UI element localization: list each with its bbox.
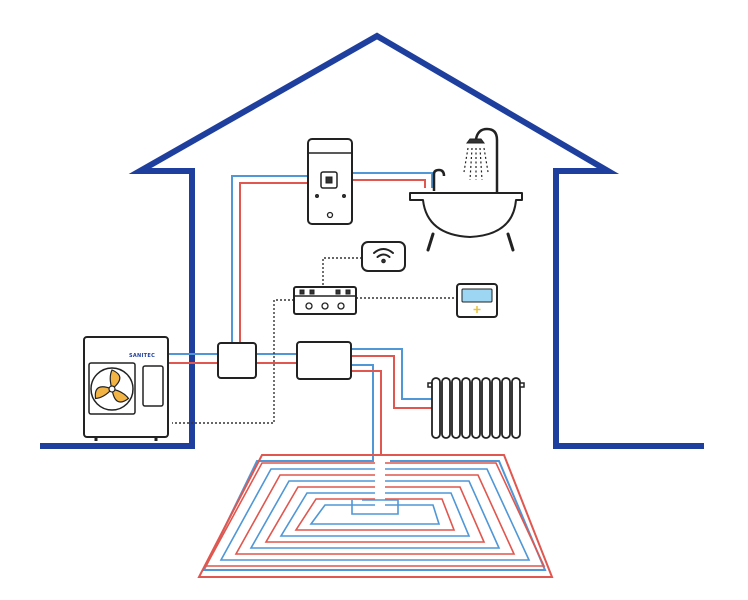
pipe-network bbox=[168, 172, 554, 578]
fan-blade bbox=[111, 388, 130, 403]
thermostat-screen bbox=[461, 288, 493, 303]
underfloor-center-loop bbox=[351, 499, 399, 515]
hot-pipe-boiler-feed bbox=[239, 182, 308, 345]
underfloor-loop bbox=[279, 492, 471, 537]
hot-pipe-radiator bbox=[351, 355, 432, 409]
radiator-fin bbox=[481, 377, 491, 439]
hot-pipe-bath bbox=[352, 179, 426, 188]
bathtub-icon bbox=[409, 127, 523, 252]
underfloor-heating-coil bbox=[204, 462, 546, 567]
radiator-fin bbox=[501, 377, 511, 439]
radiator-fin bbox=[471, 377, 481, 439]
fan-blade bbox=[94, 386, 114, 400]
radiator-fin bbox=[491, 377, 501, 439]
radiator-fin bbox=[441, 377, 451, 439]
heatpump-brand-label: SANITEC bbox=[129, 353, 155, 359]
boiler-hot-water-cylinder bbox=[307, 138, 353, 225]
wifi-icon bbox=[361, 241, 406, 272]
underfloor-loop bbox=[309, 504, 441, 525]
mixing-valve-box bbox=[217, 342, 257, 379]
radiator-fin bbox=[431, 377, 441, 439]
fan-blade bbox=[109, 369, 121, 391]
underfloor-loop bbox=[204, 462, 546, 567]
heat-pump-outdoor-unit: SANITEC bbox=[83, 336, 169, 441]
radiator-fin bbox=[451, 377, 461, 439]
wire-hub-down bbox=[172, 299, 294, 424]
cold-pipe-boiler-feed bbox=[231, 175, 308, 345]
cold-pipe-radiator bbox=[351, 348, 432, 400]
control-wiring bbox=[172, 257, 457, 424]
underfloor-loop bbox=[249, 480, 501, 549]
manifold-box bbox=[296, 341, 352, 380]
underfloor-loop bbox=[264, 486, 486, 543]
wire-wifi-hub bbox=[322, 257, 362, 288]
radiator-fin bbox=[461, 377, 471, 439]
controller-hub bbox=[293, 286, 357, 315]
underfloor-loop bbox=[294, 498, 456, 531]
fan-icon bbox=[90, 367, 134, 411]
thermostat-icon bbox=[456, 283, 498, 318]
radiator-icon bbox=[427, 377, 525, 439]
hot-pipe-underfloor-feed bbox=[197, 370, 554, 578]
underfloor-loop bbox=[219, 468, 531, 561]
cold-pipe-bath bbox=[352, 172, 433, 188]
underfloor-loop bbox=[234, 474, 516, 555]
shower-head-icon bbox=[474, 127, 499, 193]
radiator-fin bbox=[511, 377, 521, 439]
